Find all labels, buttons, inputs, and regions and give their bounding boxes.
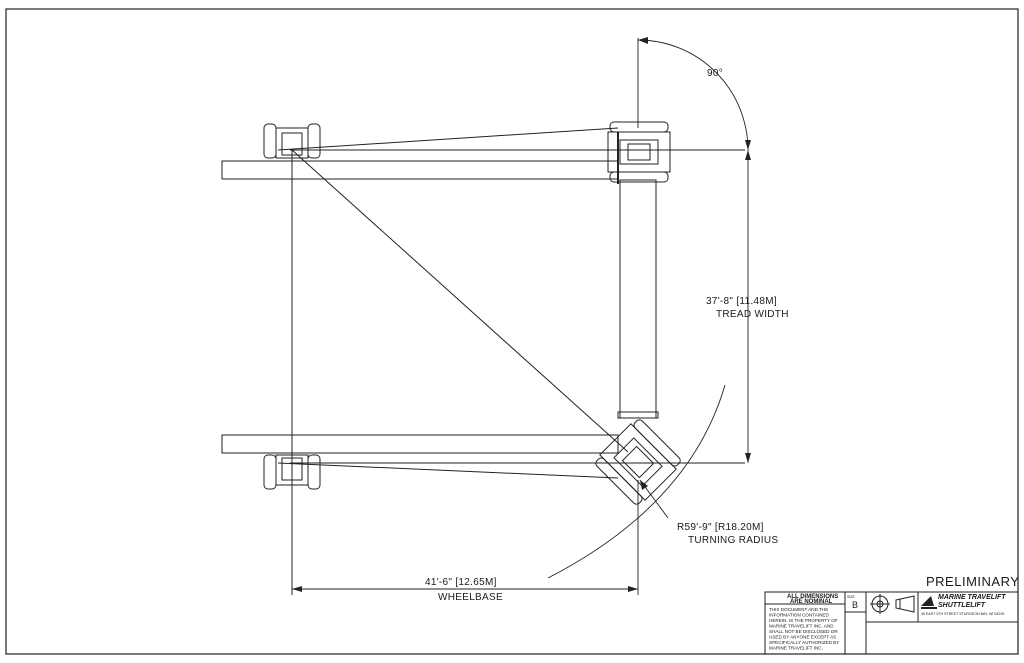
product-name: SHUTTLELIFT — [938, 602, 986, 609]
status-label: PRELIMINARY — [926, 574, 1019, 589]
svg-text:SHALL NOT BE DISCLOSED OR: SHALL NOT BE DISCLOSED OR — [769, 629, 838, 634]
diagonal-line — [291, 149, 629, 453]
turning-radius-arc — [547, 384, 726, 579]
top-beam — [221, 160, 619, 180]
svg-text:HEREIN, IS THE PROPERTY OF: HEREIN, IS THE PROPERTY OF — [769, 618, 838, 623]
angle-label: 90° — [707, 68, 723, 79]
wheel-top-right — [607, 121, 671, 184]
size-value: B — [852, 600, 858, 610]
turning-radius-value: R59'-9" [R18.20M] — [677, 522, 764, 533]
title-block — [764, 591, 1019, 655]
svg-text:MARINE TRAVELIFT INC.: MARINE TRAVELIFT INC. — [769, 646, 823, 651]
company-name: MARINE TRAVELIFT — [938, 594, 1006, 601]
svg-text:THIS DOCUMENT AND THE: THIS DOCUMENT AND THE — [769, 607, 828, 612]
nominal-line-1: ALL DIMENSIONS — [787, 594, 838, 600]
wheel-bottom-right — [595, 419, 681, 505]
svg-text:MARINE TRAVELIFT INC. AND: MARINE TRAVELIFT INC. AND — [769, 624, 834, 629]
wheelbase-label: WHEELBASE — [438, 592, 503, 603]
company-address: 49 EAST 9TH STREET STURGEON BAY, WI 5423… — [921, 612, 1004, 616]
notice-text: THIS DOCUMENT AND THE INFORMATION CONTAI… — [769, 607, 839, 651]
sheet-border — [5, 8, 1019, 655]
cross-tube — [619, 179, 657, 419]
wheel-bottom-left — [263, 454, 321, 490]
svg-text:INFORMATION CONTAINED: INFORMATION CONTAINED — [769, 613, 829, 618]
svg-text:SPECIFICALLY AUTHORIZED BY: SPECIFICALLY AUTHORIZED BY — [769, 640, 839, 645]
svg-text:USED BY ANYONE EXCEPT AS: USED BY ANYONE EXCEPT AS — [769, 635, 836, 640]
bottom-beam — [221, 434, 619, 454]
size-caption: SIZE — [847, 595, 855, 599]
nominal-line-2: ARE NOMINAL — [790, 599, 833, 605]
tread-width-value: 37'-8" [11.48M] — [706, 296, 777, 307]
wheel-top-left — [263, 123, 321, 159]
machine-frame — [221, 127, 745, 595]
wheelbase-value: 41'-6" [12.65M] — [425, 577, 497, 588]
projection-cone-icon — [895, 595, 915, 613]
turning-radius-label: TURNING RADIUS — [688, 535, 778, 546]
tread-width-label: TREAD WIDTH — [716, 309, 789, 320]
angle-arc — [637, 39, 749, 151]
company-logo-icon — [921, 596, 937, 609]
